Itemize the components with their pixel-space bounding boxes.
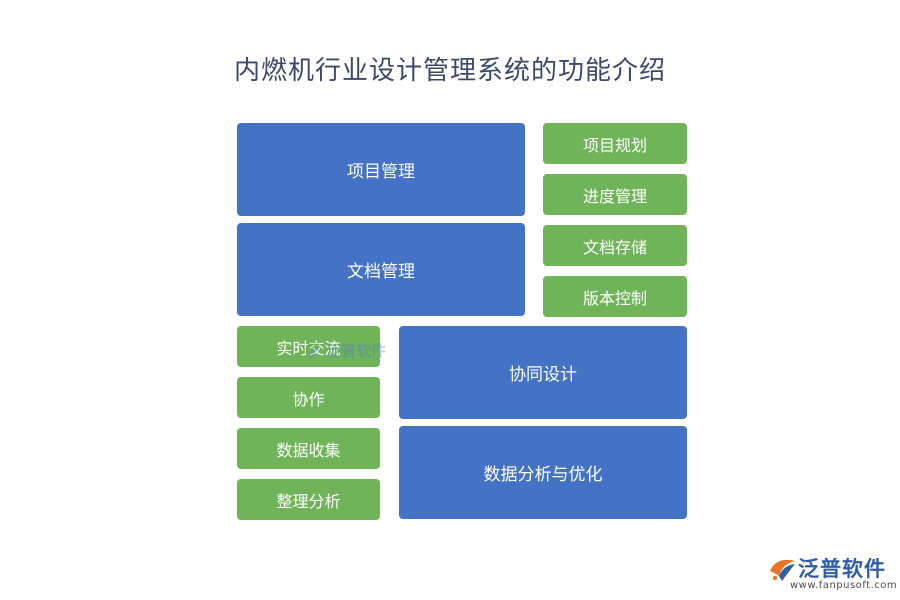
block-collaborative-design: 协同设计: [399, 326, 687, 419]
diagram-title: 内燃机行业设计管理系统的功能介绍: [233, 56, 666, 86]
block-document-management: 文档管理: [237, 223, 525, 316]
brand-logo: 泛普软件 www.fanpusoft.com: [768, 552, 897, 594]
item-realtime-communication: 实时交流: [237, 326, 380, 367]
item-version-control: 版本控制: [543, 276, 687, 317]
block-data-analysis-optimization: 数据分析与优化: [399, 426, 687, 519]
fanpu-logo-icon: [770, 559, 795, 581]
item-document-storage: 文档存储: [543, 225, 687, 266]
block-project-management: 项目管理: [237, 123, 525, 216]
brand-url: www.fanpusoft.com: [790, 580, 898, 591]
item-data-collection: 数据收集: [237, 428, 380, 469]
item-organize-analyze: 整理分析: [237, 479, 380, 520]
item-progress-management: 进度管理: [543, 174, 687, 215]
item-project-planning: 项目规划: [543, 123, 687, 164]
item-collaboration: 协作: [237, 377, 380, 418]
brand-name: 泛普软件: [798, 557, 886, 581]
